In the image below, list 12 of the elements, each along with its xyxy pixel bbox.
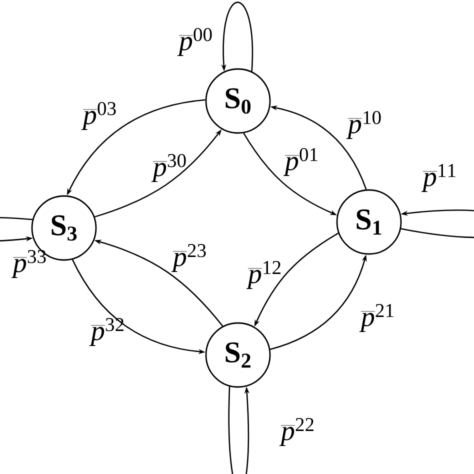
edge-label: $\overline{p}^{32}$ xyxy=(89,318,124,346)
edge-label: $\overline{p}^{22}$ xyxy=(279,418,314,446)
edge-label: $\overline{p}^{11}$ xyxy=(421,164,456,192)
edge-label: $\overline{p}^{03}$ xyxy=(81,102,116,130)
edge-label: $\overline{p}^{00}$ xyxy=(177,28,212,56)
edge-label: $\overline{p}^{30}$ xyxy=(151,154,186,182)
edge-label: $\overline{p}^{01}$ xyxy=(283,148,318,176)
edge-label: $\overline{p}^{12}$ xyxy=(246,261,280,289)
arrow xyxy=(400,210,474,238)
edge-label: $\overline{p}^{23}$ xyxy=(171,244,206,272)
edge-label: $\overline{p}^{21}$ xyxy=(359,304,394,332)
edge-label: $\overline{p}^{10}$ xyxy=(346,110,381,139)
